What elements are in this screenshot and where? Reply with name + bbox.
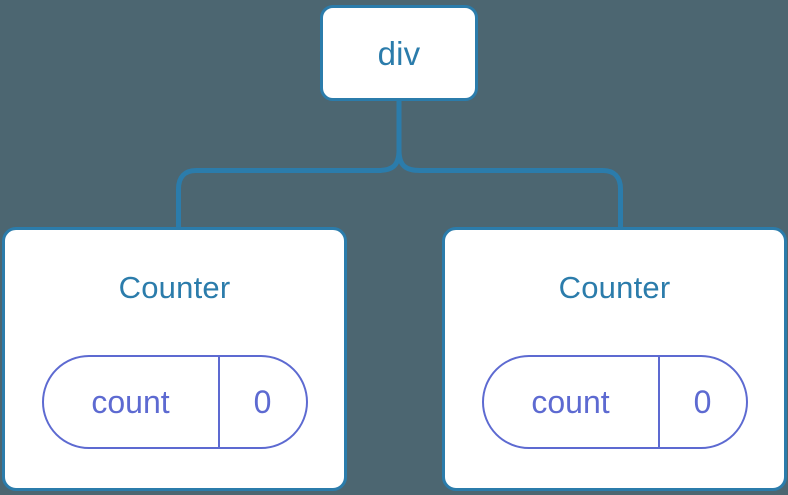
state-pill-count-left[interactable]: count 0 [41,355,308,449]
state-pill-count-right[interactable]: count 0 [481,355,748,449]
state-key-label: count [44,357,220,447]
connector-to-left-child [176,149,402,230]
node-counter-right-label: Counter [558,270,671,305]
node-counter-right[interactable]: Counter count 0 [442,227,787,491]
node-counter-left-label: Counter [118,270,231,305]
node-div-label: div [377,34,421,72]
state-key-label: count [484,357,660,447]
state-value-label: 0 [693,384,712,420]
node-div[interactable]: div [320,5,478,101]
node-counter-left[interactable]: Counter count 0 [2,227,347,491]
state-value-label: 0 [253,384,272,420]
connector-to-right-child [396,149,623,230]
